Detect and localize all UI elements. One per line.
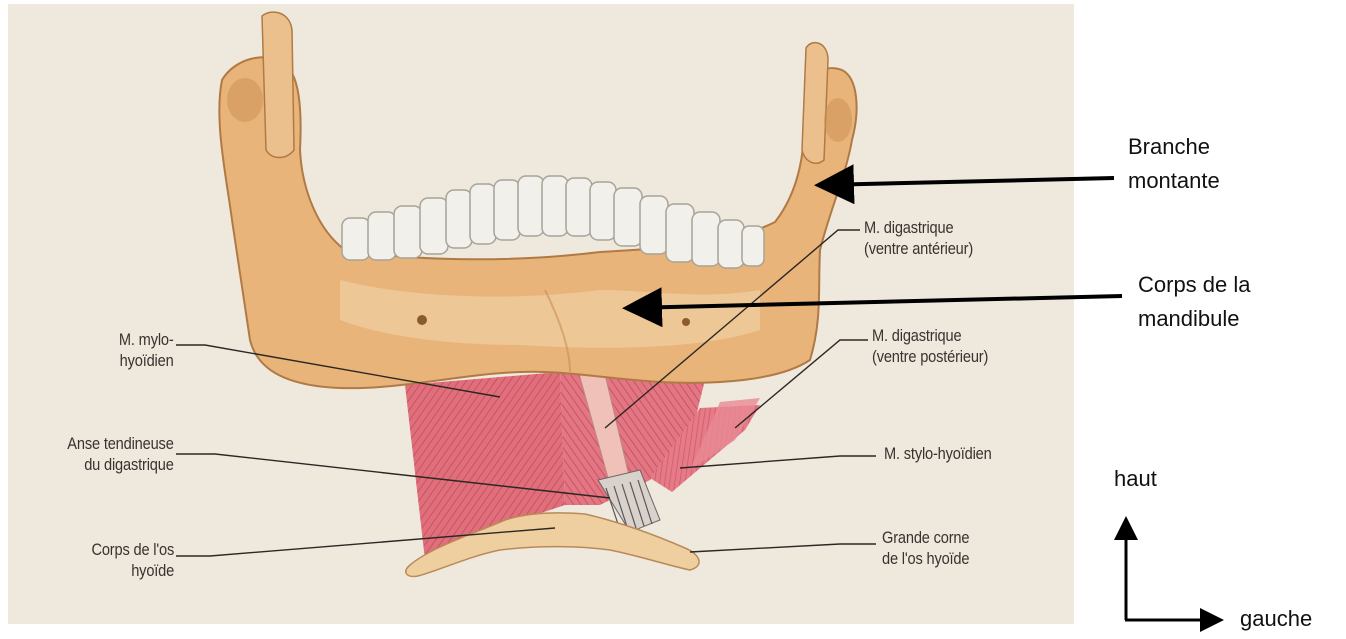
right-condyle bbox=[802, 43, 828, 164]
label-anse-line2: du digastrique bbox=[68, 455, 174, 476]
label-stylo-hyoidien: M. stylo-hyoïdien bbox=[884, 444, 992, 465]
label-dig-post-line2: (ventre postérieur) bbox=[872, 347, 988, 368]
label-corps-os-line2: hyoïde bbox=[91, 561, 174, 582]
label-branche-line1: Branche bbox=[1128, 130, 1220, 164]
label-anse-tendineuse: Anse tendineuse du digastrique bbox=[68, 434, 174, 475]
label-digastrique-posterieur: M. digastrique (ventre postérieur) bbox=[872, 326, 988, 367]
left-condyle bbox=[262, 12, 294, 157]
label-grande-corne: Grande corne de l'os hyoïde bbox=[882, 528, 969, 569]
label-branche-montante: Branche montante bbox=[1128, 130, 1220, 198]
label-grande-corne-line2: de l'os hyoïde bbox=[882, 549, 969, 570]
label-corps-mand-line2: mandibule bbox=[1138, 302, 1251, 336]
label-corps-os-hyoide: Corps de l'os hyoïde bbox=[91, 540, 174, 581]
label-mylo-line2: hyoïdien bbox=[119, 351, 174, 372]
label-grande-corne-line1: Grande corne bbox=[882, 528, 969, 549]
label-mylo-line1: M. mylo- bbox=[119, 330, 174, 351]
left-ramus-hollow bbox=[227, 78, 263, 122]
label-haut: haut bbox=[1114, 462, 1157, 496]
mental-foramen-right bbox=[682, 318, 690, 326]
label-mylo-hyoidien: M. mylo- hyoïdien bbox=[119, 330, 174, 371]
label-corps-mandibule: Corps de la mandibule bbox=[1138, 268, 1251, 336]
label-branche-line2: montante bbox=[1128, 164, 1220, 198]
label-dig-post-line1: M. digastrique bbox=[872, 326, 988, 347]
mental-foramen-left bbox=[417, 315, 427, 325]
label-dig-ant-line1: M. digastrique bbox=[864, 218, 973, 239]
label-corps-mand-line1: Corps de la bbox=[1138, 268, 1251, 302]
orientation-axes bbox=[1125, 522, 1218, 620]
label-corps-os-line1: Corps de l'os bbox=[91, 540, 174, 561]
label-digastrique-anterieur: M. digastrique (ventre antérieur) bbox=[864, 218, 973, 259]
label-gauche: gauche bbox=[1240, 602, 1312, 636]
label-dig-ant-line2: (ventre antérieur) bbox=[864, 239, 973, 260]
label-anse-line1: Anse tendineuse bbox=[68, 434, 174, 455]
right-ramus-hollow bbox=[824, 98, 852, 142]
